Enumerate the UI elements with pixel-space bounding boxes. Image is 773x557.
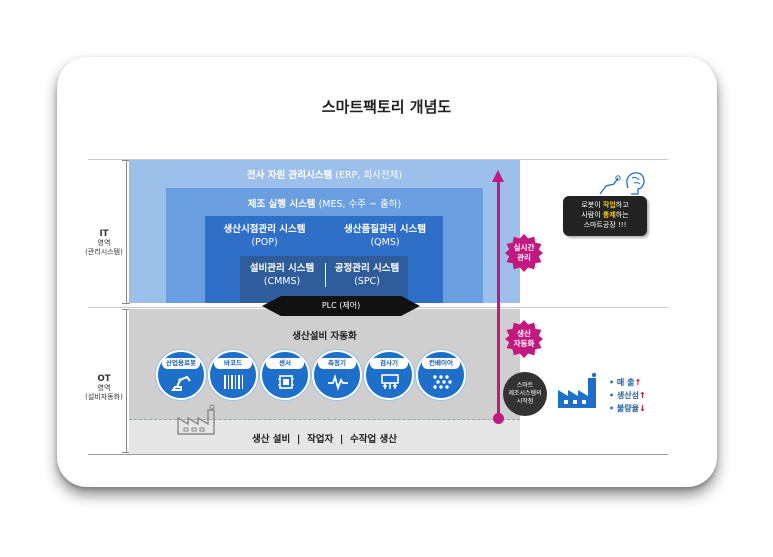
qms-label: 생산품질관리 시스템(QMS) <box>344 224 426 248</box>
page-title: 스마트팩토리 개념도 <box>321 98 452 116</box>
metric-sales: • 매 출↑ <box>609 378 642 387</box>
barcode-icon <box>224 375 243 389</box>
waveform-icon <box>328 373 348 391</box>
robot-brain-icon <box>599 172 645 195</box>
sensor-chip-icon <box>278 375 294 389</box>
pop-label: 생산시점관리 시스템(POP) <box>223 224 306 248</box>
cmms-spc-divider <box>325 263 326 287</box>
factory-outline-icon <box>177 404 215 435</box>
bottom-divider <box>88 454 668 455</box>
equipment-industrial-robot: 산업용로봇 <box>156 350 206 400</box>
equipment-sensor: 센서 <box>260 350 310 400</box>
top-divider <box>88 159 668 160</box>
arrow-start-dot <box>493 413 504 424</box>
equipment-meter: 측정기 <box>312 350 362 400</box>
progress-arrow-shaft <box>497 180 500 418</box>
equipment-barcode: 바코드 <box>208 350 258 400</box>
spc-label: 공정관리 시스템(SPC) <box>334 263 400 287</box>
robot-arm-icon <box>171 375 191 391</box>
it-axis <box>126 160 127 304</box>
equipment-inspector: 검사기 <box>364 350 414 400</box>
ot-dotted-line <box>129 419 520 420</box>
equipment-conveyor: 컨베이어 <box>416 350 466 400</box>
smart-factory-icon <box>558 372 597 408</box>
conveyor-icon <box>433 375 452 389</box>
cmms-label: 설비관리 시스템(CMMS) <box>249 263 315 287</box>
progress-arrow-head <box>492 170 504 182</box>
metric-defect-rate: • 불량율↓ <box>609 404 646 413</box>
smart-factory-callout: 로봇이 작업하고 사람이 통제하는 스마트공장 !!! <box>563 196 647 236</box>
metric-productivity: • 생산성↑ <box>609 391 646 400</box>
cmms-spc-box <box>240 256 408 303</box>
ot-axis <box>126 309 127 453</box>
manual-production-area: 생산 설비 | 작업자 | 수작업 생산 <box>129 420 520 454</box>
plc-control-banner: PLC (제어) <box>262 296 420 316</box>
inspection-icon <box>381 374 399 389</box>
